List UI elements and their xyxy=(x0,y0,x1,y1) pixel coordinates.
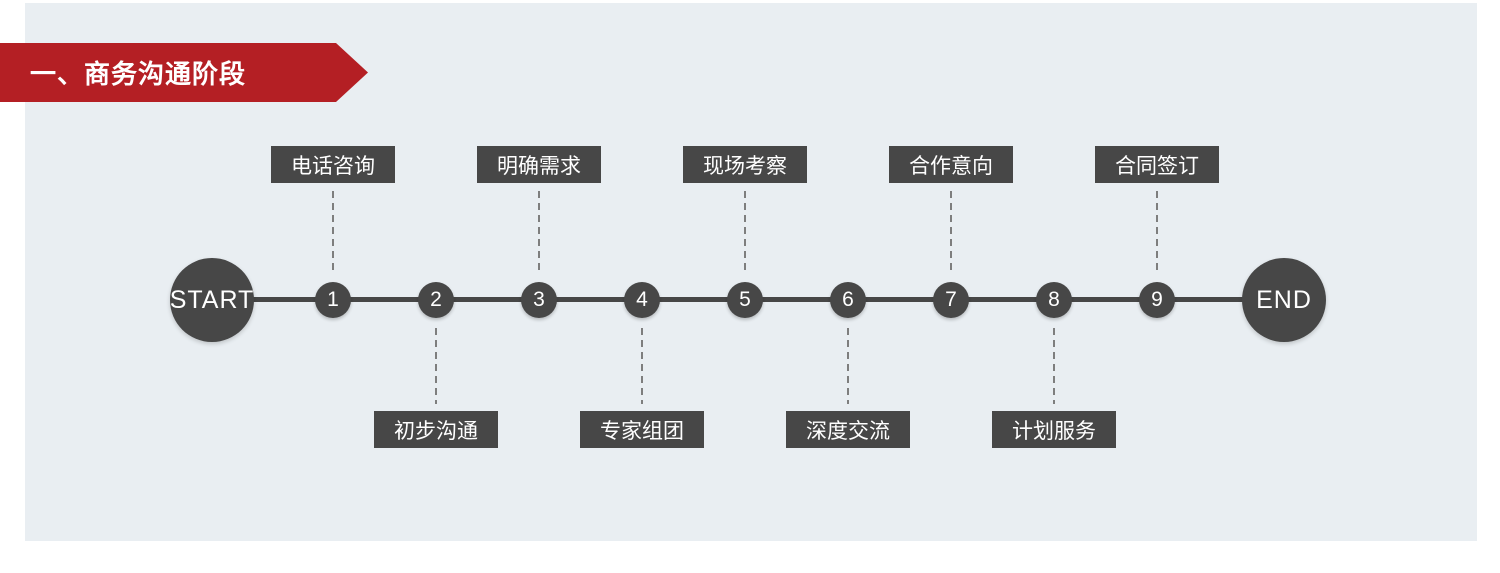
step-label: 合同签订 xyxy=(1095,146,1219,183)
step-connector-line xyxy=(744,191,746,271)
step-circle: 8 xyxy=(1036,282,1072,318)
step-label: 现场考察 xyxy=(683,146,807,183)
step-connector-line xyxy=(1053,328,1055,404)
step-connector-line xyxy=(1156,191,1158,271)
step-circle: 1 xyxy=(315,282,351,318)
step-label: 初步沟通 xyxy=(374,411,498,448)
step-circle: 4 xyxy=(624,282,660,318)
section-banner: 一、商务沟通阶段 xyxy=(0,43,368,102)
step-label: 明确需求 xyxy=(477,146,601,183)
step-connector-line xyxy=(332,191,334,271)
step-label: 专家组团 xyxy=(580,411,704,448)
start-node: START xyxy=(170,258,254,342)
step-label: 深度交流 xyxy=(786,411,910,448)
step-circle: 7 xyxy=(933,282,969,318)
step-label: 电话咨询 xyxy=(271,146,395,183)
step-connector-line xyxy=(950,191,952,271)
step-circle: 3 xyxy=(521,282,557,318)
step-label: 合作意向 xyxy=(889,146,1013,183)
step-connector-line xyxy=(641,328,643,404)
step-connector-line xyxy=(847,328,849,404)
step-circle: 2 xyxy=(418,282,454,318)
step-circle: 5 xyxy=(727,282,763,318)
step-circle: 9 xyxy=(1139,282,1175,318)
section-title: 一、商务沟通阶段 xyxy=(30,59,247,89)
end-node: END xyxy=(1242,258,1326,342)
step-circle: 6 xyxy=(830,282,866,318)
start-node-label: START xyxy=(169,285,255,314)
step-connector-line xyxy=(435,328,437,404)
end-node-label: END xyxy=(1256,285,1312,314)
step-label: 计划服务 xyxy=(992,411,1116,448)
step-connector-line xyxy=(538,191,540,271)
